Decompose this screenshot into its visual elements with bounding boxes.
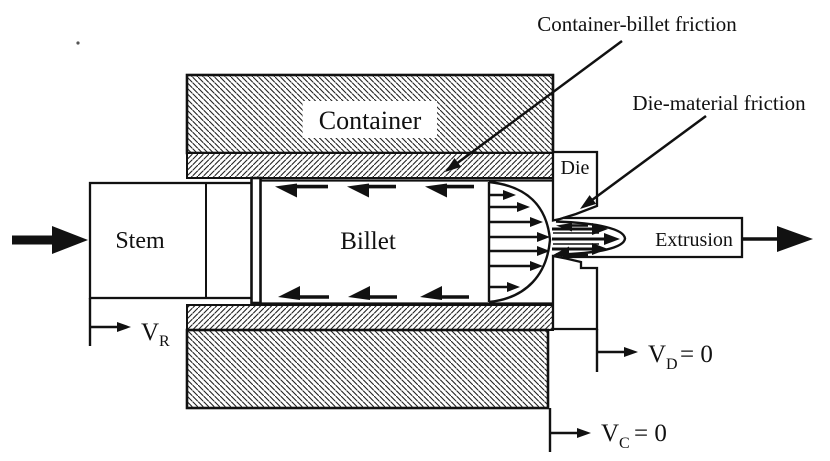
velocity-arrow (489, 190, 516, 200)
vd-symbol: V (648, 341, 666, 368)
callout-die-material-friction: Die-material friction (580, 91, 806, 209)
vr-symbol: V (141, 319, 159, 346)
friction-arrow (275, 183, 328, 198)
container-bottom-block (185, 328, 550, 410)
velocity-arrow (489, 202, 530, 212)
stem-label: Stem (115, 228, 165, 254)
friction-arrow (348, 286, 397, 300)
container-bottom-liner (186, 304, 554, 331)
die-land-friction-arrows (553, 223, 588, 258)
stem-block (88, 181, 254, 300)
callout-line (587, 114, 707, 205)
container-top-liner (186, 152, 554, 179)
die-label: Die (561, 157, 590, 179)
velocity-arrow (489, 282, 520, 292)
vr-subscript: R (159, 333, 170, 350)
vd-suffix: = 0 (680, 341, 713, 368)
vc-suffix: = 0 (634, 420, 667, 447)
billet-velocity-profile (487, 180, 552, 304)
velocity-profile-curve (488, 180, 552, 304)
billet-bottom-friction-arrows (278, 286, 469, 300)
stem-assembly: Stem (88, 176, 262, 305)
plug-flow-arrows (552, 223, 620, 255)
callout-arrow-head (445, 158, 462, 172)
ram-push-arrow-head (52, 226, 88, 254)
vc-arrow-head (577, 428, 591, 438)
velocity-arrow (489, 261, 543, 271)
friction-arrow (556, 223, 588, 232)
callout-container-billet-friction: Container-billet friction (445, 12, 737, 172)
billet-region: Billet (261, 179, 552, 305)
velocity-arrow (489, 217, 543, 227)
friction-arrow (553, 246, 588, 258)
vd-arrow-head (624, 347, 638, 357)
vr-arrow-head (117, 322, 131, 332)
container-billet-friction-label: Container-billet friction (537, 12, 737, 36)
die-lower-half (551, 254, 599, 331)
exit-arrow-head (777, 226, 813, 252)
extrusion-exit-arrow (742, 226, 813, 252)
ram-push-arrow (12, 226, 88, 254)
dummy-block (250, 176, 262, 305)
friction-arrow (420, 286, 469, 300)
callout-arrow-head (580, 195, 597, 209)
velocity-ram: V R (88, 298, 170, 350)
flow-arrow (552, 243, 608, 255)
callout-line (451, 39, 623, 169)
plug-profile-curve (555, 220, 627, 256)
friction-arrow (425, 183, 474, 198)
die-material-friction-label: Die-material friction (632, 91, 806, 115)
vc-symbol: V (601, 420, 619, 447)
friction-arrow (347, 183, 396, 198)
speck-dot (76, 41, 80, 45)
container-label-bg (303, 101, 437, 138)
velocity-arrow (489, 246, 550, 256)
flow-arrow (552, 233, 620, 245)
billet-top-friction-arrows (275, 183, 474, 198)
velocity-arrow (489, 232, 550, 242)
container-assembly: Container (185, 73, 555, 410)
vd-subscript: D (666, 356, 678, 373)
flow-arrow (552, 223, 608, 235)
extrusion-velocity-profile (552, 220, 627, 258)
vc-subscript: C (619, 435, 630, 452)
velocity-container: V C = 0 (548, 408, 667, 452)
extrusion-label: Extrusion (655, 229, 733, 251)
container-label: Container (319, 106, 422, 135)
velocity-arrows (489, 190, 550, 292)
velocity-die: V D = 0 (595, 329, 713, 373)
billet-label: Billet (340, 228, 396, 255)
friction-arrow (278, 286, 329, 300)
